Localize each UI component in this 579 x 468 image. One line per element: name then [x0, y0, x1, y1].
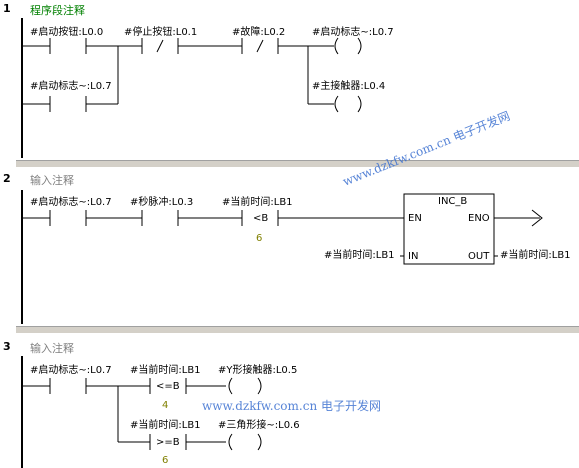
network-2-title[interactable]: 输入注释	[30, 174, 74, 187]
compare-current-time-le[interactable]: #当前时间:LB1	[130, 365, 201, 376]
block-out-operand[interactable]: #当前时间:LB1	[500, 250, 571, 261]
block-pin-eno: ENO	[468, 213, 490, 224]
compare-value[interactable]: 6	[162, 455, 169, 466]
contact-second-pulse[interactable]: #秒脉冲:L0.3	[130, 197, 194, 208]
block-pin-en: EN	[408, 213, 422, 224]
compare-operator: <=B	[156, 381, 180, 392]
network-gutter	[0, 0, 16, 468]
watermark-horizontal: www.dzkfw.com.cn 电子开发网	[202, 399, 381, 413]
network-1-title[interactable]: 程序段注释	[30, 4, 85, 17]
network-1-number[interactable]: 1	[3, 2, 11, 15]
block-name[interactable]: INC_B	[438, 196, 468, 207]
network-3-number[interactable]: 3	[3, 340, 11, 353]
block-pin-out: OUT	[468, 251, 490, 262]
contact-start-flag[interactable]: #启动标志~:L0.7	[30, 365, 112, 376]
compare-value[interactable]: 6	[256, 233, 263, 244]
network-separator	[16, 326, 579, 334]
coil-start-flag[interactable]: #启动标志~:L0.7	[312, 27, 394, 38]
block-pin-in: IN	[408, 251, 419, 262]
network-1-rungs	[22, 37, 362, 113]
coil-delta-contactor[interactable]: #三角形接~:L0.6	[218, 420, 300, 431]
coil-main-contactor[interactable]: #主接触器:L0.4	[312, 81, 386, 92]
contact-stop-button[interactable]: #停止按钮:L0.1	[124, 27, 198, 38]
network-2-rungs	[22, 193, 543, 265]
compare-current-time-ge[interactable]: #当前时间:LB1	[130, 420, 201, 431]
network-3-rungs	[22, 377, 262, 451]
compare-current-time[interactable]: #当前时间:LB1	[222, 197, 293, 208]
network-2-number[interactable]: 2	[3, 172, 11, 185]
compare-operator: <B	[253, 213, 269, 224]
compare-operator: >=B	[156, 437, 180, 448]
contact-start-flag[interactable]: #启动标志~:L0.7	[30, 81, 112, 92]
contact-start-button[interactable]: #启动按钮:L0.0	[30, 27, 104, 38]
block-in-operand[interactable]: #当前时间:LB1	[324, 250, 395, 261]
compare-value[interactable]: 4	[162, 400, 169, 411]
coil-y-contactor[interactable]: #Y形接触器:L0.5	[218, 365, 298, 376]
network-3-title[interactable]: 输入注释	[30, 342, 74, 355]
contact-fault[interactable]: #故障:L0.2	[232, 27, 286, 38]
network-separator	[16, 160, 579, 168]
contact-start-flag[interactable]: #启动标志~:L0.7	[30, 197, 112, 208]
